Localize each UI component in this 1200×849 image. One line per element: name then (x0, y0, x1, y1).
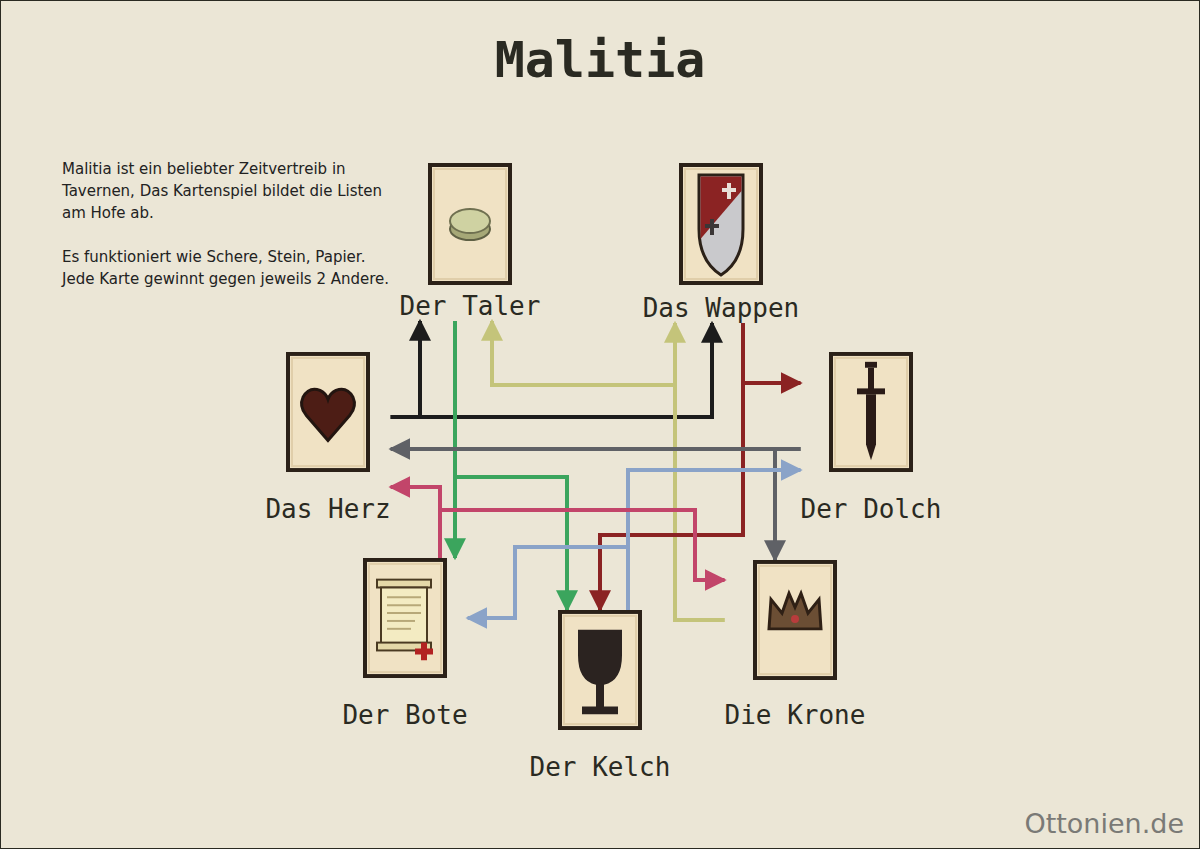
playing-card: Der Bote (342, 558, 467, 730)
beats-arrow (600, 323, 743, 610)
card-picture (363, 558, 447, 678)
card-picture (558, 610, 642, 730)
card-name: Das Herz (265, 494, 390, 524)
beats-arrow (391, 323, 712, 417)
title: Malitia (0, 30, 1200, 90)
card-name: Der Taler (400, 291, 541, 321)
playing-card: Der Dolch (801, 352, 942, 524)
card-name: Der Bote (342, 700, 467, 730)
card-name: Das Wappen (643, 293, 800, 323)
card-name: Der Kelch (530, 752, 671, 782)
card-name: Der Dolch (801, 494, 942, 524)
beats-arrow (391, 447, 801, 451)
card-picture (428, 163, 512, 285)
card-picture (679, 163, 763, 285)
beats-arrow (775, 449, 801, 560)
beats-arrow (468, 547, 628, 618)
card-name: Die Krone (725, 700, 866, 730)
card-picture (829, 352, 913, 472)
playing-card: Der Taler (400, 163, 541, 321)
description-text: Es funktioniert wie Schere, Stein, Papie… (62, 246, 392, 290)
playing-card: Das Wappen (643, 163, 800, 323)
playing-card: Die Krone (725, 560, 866, 730)
playing-card: Das Herz (265, 352, 390, 524)
card-picture (286, 352, 370, 472)
beats-arrow (391, 321, 420, 417)
beats-arrow (743, 323, 801, 383)
card-picture (753, 560, 837, 680)
beats-arrow (455, 321, 567, 610)
playing-card: Der Kelch (530, 610, 671, 782)
beats-arrow (391, 487, 440, 558)
description-text: Malitia ist ein beliebter Zeitvertreib i… (62, 158, 392, 224)
watermark: Ottonien.de (1024, 807, 1184, 841)
beats-arrow (440, 510, 725, 580)
